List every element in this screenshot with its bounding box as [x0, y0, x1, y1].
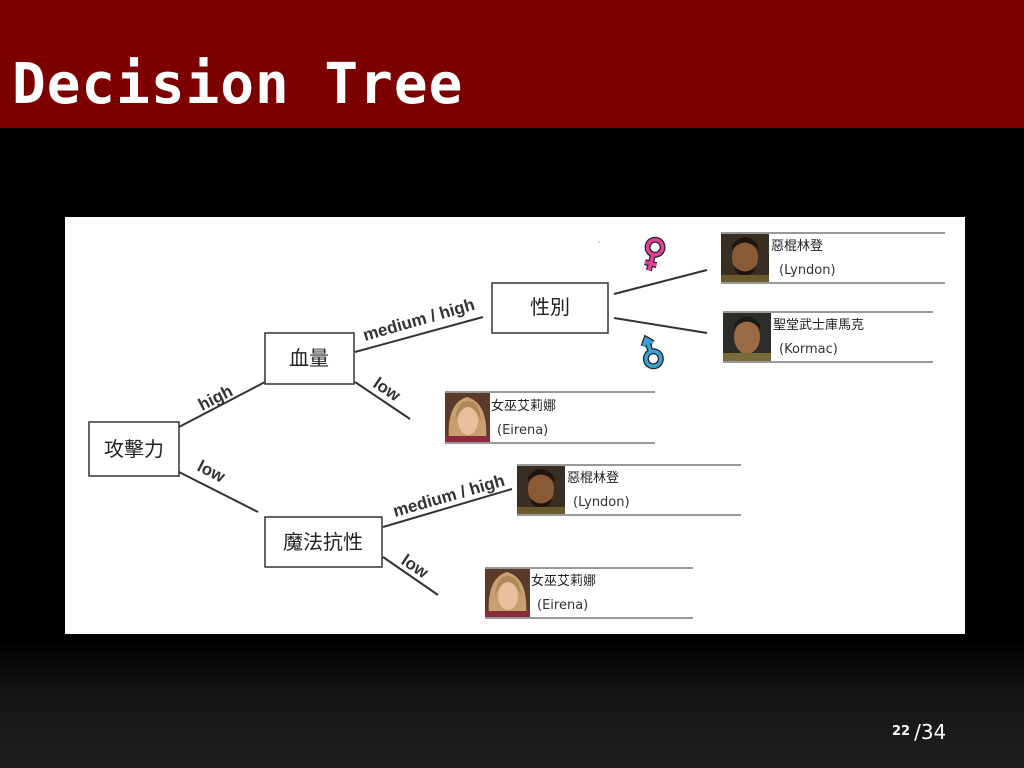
edge-gender-female: [613, 269, 708, 295]
node-gender-label: 性別: [530, 295, 570, 319]
page-number: 22/34: [892, 720, 946, 744]
page-current: 22: [892, 724, 911, 739]
tree-edges: [178, 269, 708, 596]
decision-tree-diagram: high low medium / high low medium / high…: [88, 232, 945, 619]
node-hp-label: 血量: [289, 346, 329, 370]
slide-title: Decision Tree: [12, 52, 464, 117]
leaf-kormac-en: (Kormac): [779, 342, 838, 357]
stray-dot: [598, 241, 600, 243]
edge-root-magic: [178, 471, 259, 513]
leaf-eirena-bottom: 女巫艾莉娜 (Eirena): [485, 567, 693, 619]
node-gender: 性別: [491, 282, 609, 334]
female-symbol-icon: [644, 236, 666, 272]
edge-root-hp: [178, 381, 266, 428]
eirena-portrait-2: [485, 569, 530, 617]
leaf-lyndon-bottom: 惡棍林登 (Lyndon): [517, 464, 741, 516]
kormac-portrait: [723, 313, 771, 361]
edge-hp-gender: [354, 316, 484, 353]
node-attack-label: 攻擊力: [104, 437, 164, 461]
leaf-eirena-bottom-name: 女巫艾莉娜: [531, 573, 596, 589]
leaf-lyndon-bottom-name: 惡棍林登: [567, 471, 619, 486]
leaf-lyndon-bottom-en: (Lyndon): [573, 495, 630, 510]
leaf-eirena-mid-name: 女巫艾莉娜: [491, 398, 556, 414]
node-magic-resist: 魔法抗性: [264, 516, 383, 568]
edge-hp-low: [354, 381, 411, 420]
edge-label-hp-low: low: [370, 374, 405, 406]
edge-magic-low: [382, 556, 439, 596]
leaf-kormac-name: 聖堂武士庫馬克: [773, 318, 864, 333]
node-hp: 血量: [264, 332, 355, 385]
leaf-eirena-mid: 女巫艾莉娜 (Eirena): [445, 391, 655, 444]
lyndon-portrait: [721, 234, 769, 282]
leaf-eirena-bottom-en: (Eirena): [537, 598, 588, 613]
edge-magic-medium-high: [382, 488, 513, 528]
male-symbol-icon: [640, 334, 664, 370]
leaf-kormac: 聖堂武士庫馬克 (Kormac): [723, 311, 933, 363]
node-attack: 攻擊力: [88, 421, 180, 477]
eirena-portrait: [445, 393, 490, 442]
leaf-lyndon-top-en: (Lyndon): [779, 263, 836, 278]
leaf-eirena-mid-en: (Eirena): [497, 423, 548, 438]
edge-label-magic-low: low: [398, 551, 433, 583]
lyndon-portrait-2: [517, 466, 565, 514]
page-total: /34: [914, 720, 947, 744]
edge-label-hp-medium-high: medium / high: [361, 295, 477, 345]
title-bar: Decision Tree: [0, 0, 1024, 128]
leaf-lyndon-top: 惡棍林登 (Lyndon): [721, 232, 945, 284]
node-magic-resist-label: 魔法抗性: [283, 530, 363, 554]
decision-tree-figure: high low medium / high low medium / high…: [65, 217, 965, 634]
edge-gender-male: [613, 317, 708, 334]
leaf-lyndon-top-name: 惡棍林登: [771, 239, 823, 254]
edge-label-high: high: [195, 381, 236, 414]
